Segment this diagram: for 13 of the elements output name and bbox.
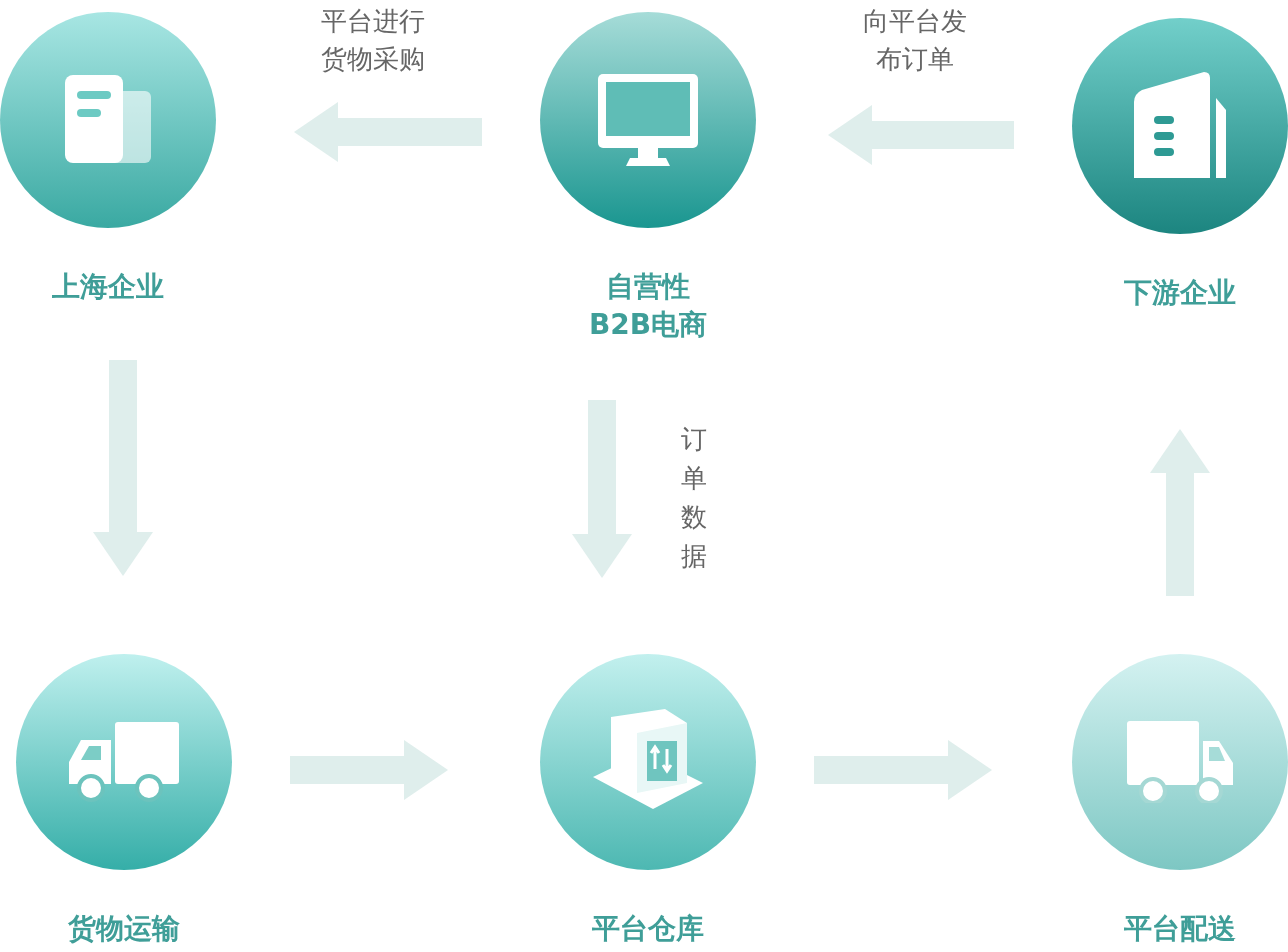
node-label: 上海企业 <box>51 269 165 305</box>
arrow <box>93 360 153 576</box>
arrow <box>290 740 448 800</box>
node-label: 货物运输 <box>67 911 181 947</box>
arrow <box>814 740 992 800</box>
arrow <box>294 102 482 162</box>
node-label: 下游企业 <box>1123 275 1237 311</box>
node-label: 平台配送 <box>1123 911 1237 947</box>
node-label: 自营性 B2B电商 <box>587 269 709 343</box>
arrow <box>1150 429 1210 596</box>
arrow <box>828 105 1014 165</box>
arrow <box>572 400 632 578</box>
node-label: 平台仓库 <box>591 911 705 947</box>
